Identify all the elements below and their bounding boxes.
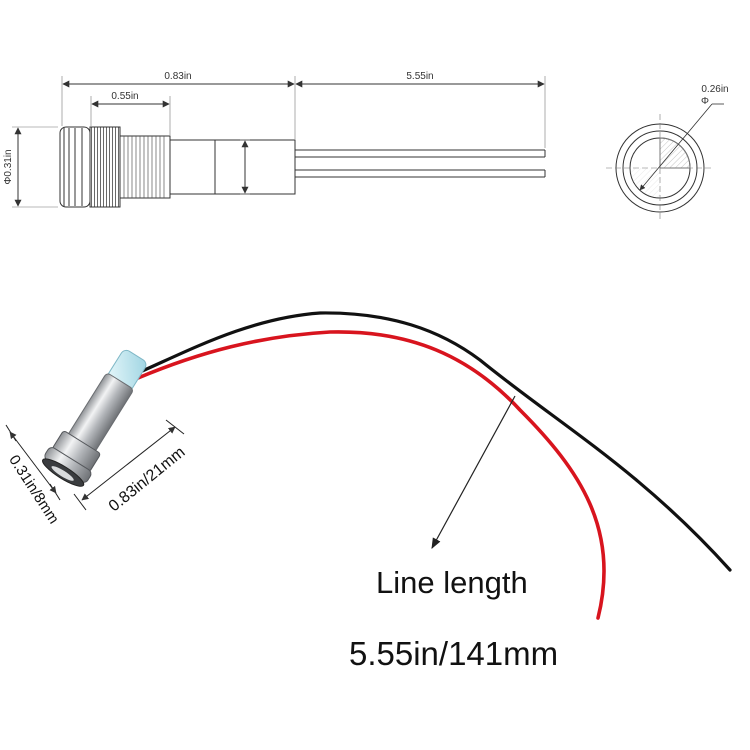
- product-photo: 0.31in/8mm 0.83in/21mm Line length 5.55i…: [5, 311, 732, 672]
- black-wire: [138, 311, 732, 572]
- rear-housing: [169, 139, 296, 195]
- threaded-body: [119, 135, 171, 199]
- line-length-value: 5.55in/141mm: [349, 635, 558, 672]
- line-length-arrow: [431, 395, 516, 549]
- body-diameter-label: Φ0.31in: [3, 149, 14, 184]
- thread-length-label: 0.55in: [111, 91, 138, 102]
- line-length-title: Line length: [376, 565, 528, 600]
- overall-length-label: 0.83in: [164, 71, 191, 82]
- led-indicator-body: [42, 349, 147, 487]
- wire-leads: [295, 149, 546, 178]
- front-view-drawing: [606, 103, 724, 222]
- red-wire: [136, 330, 606, 620]
- side-view-drawing: [12, 76, 546, 208]
- phi-symbol: Φ: [701, 96, 709, 107]
- knurled-nut: [89, 126, 121, 208]
- lens-diameter-label: 0.26in: [701, 84, 728, 95]
- photo-length-label: 0.83in/21mm: [106, 444, 189, 515]
- wire-length-label: 5.55in: [406, 71, 433, 82]
